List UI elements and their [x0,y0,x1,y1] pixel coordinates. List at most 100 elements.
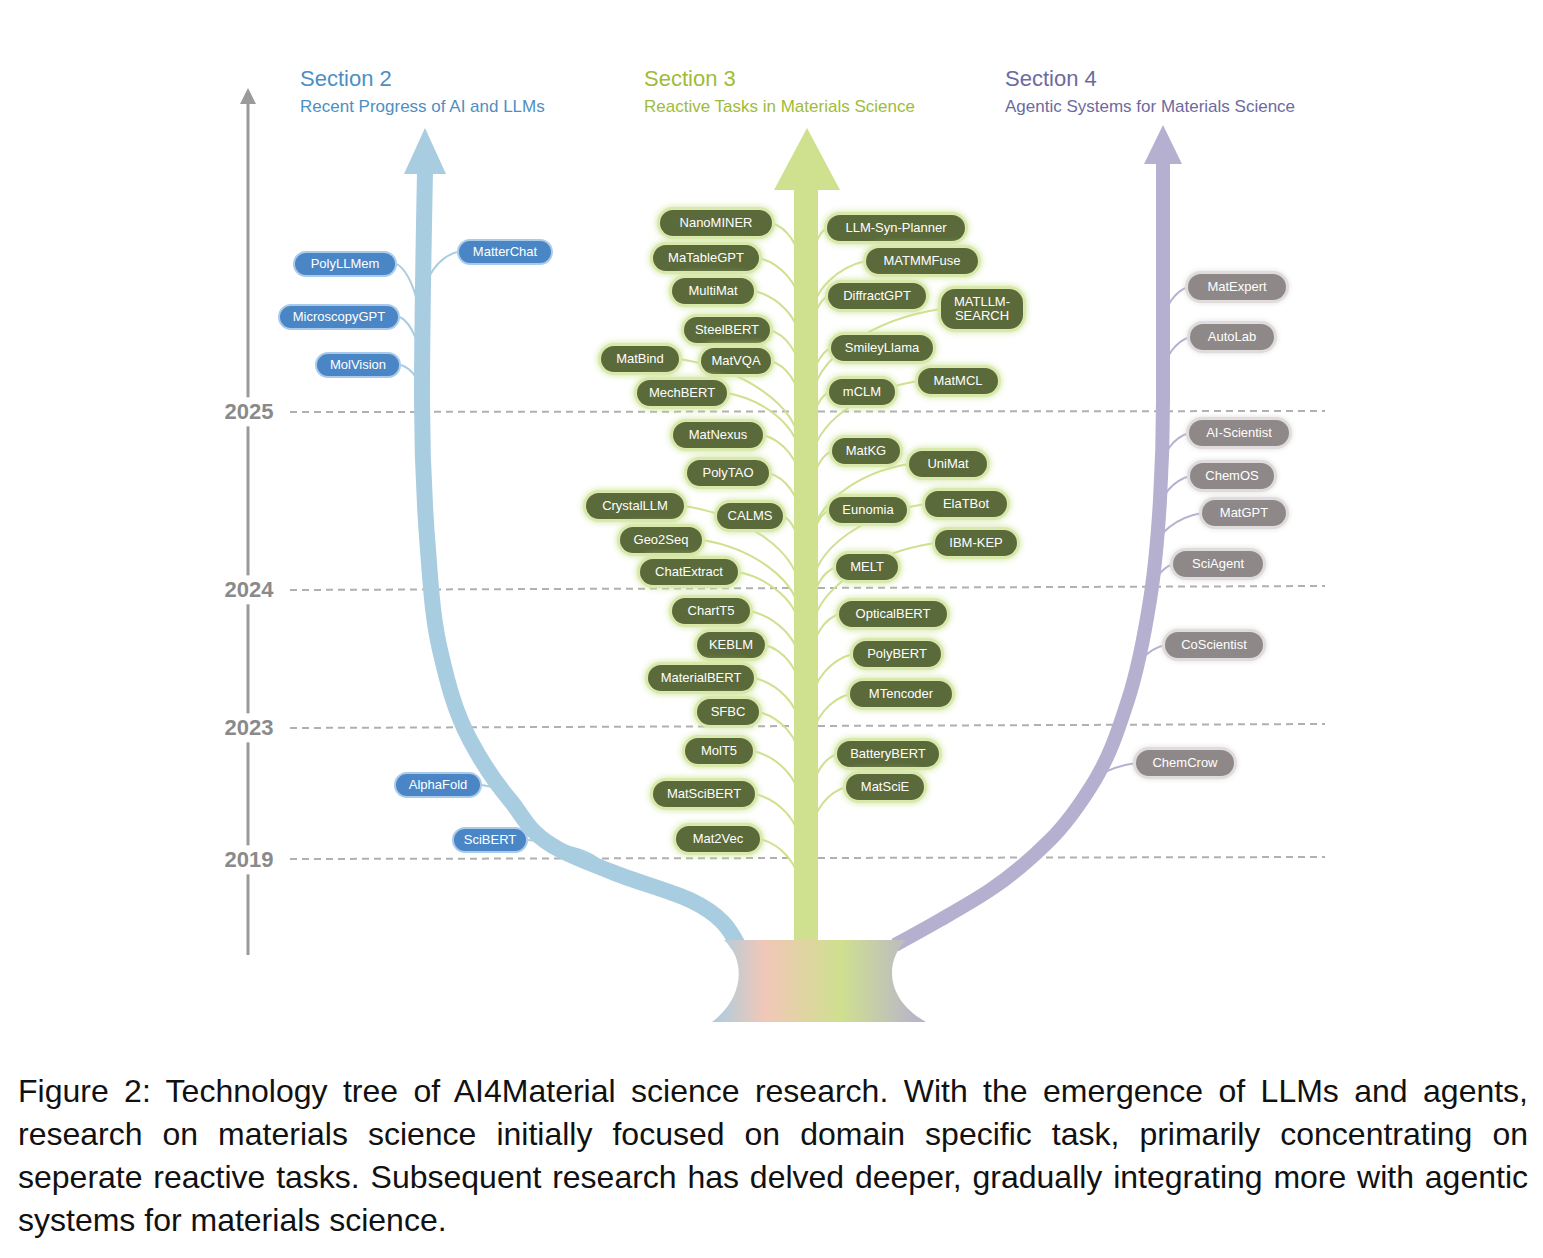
section-subtitle: Reactive Tasks in Materials Science [644,97,915,117]
time-axis-arrowhead [240,88,256,104]
model-pill: SmileyLlama [831,335,933,361]
model-pill: NanoMINER [660,210,772,236]
model-pill: IBM-KEP [935,530,1017,556]
model-name: MELT [850,560,884,574]
model-name: PolyLLMem [311,257,380,271]
model-name: mCLM [843,385,881,399]
model-name: MaTableGPT [668,251,744,265]
model-pill: AlphaFold [394,772,482,798]
model-pill: CALMS [717,503,783,529]
model-pill: DiffractGPT [828,283,926,309]
tree-illustration [0,0,1543,1060]
model-name: MechBERT [649,386,715,400]
model-name: ChartT5 [688,604,735,618]
model-pill: MatSciBERT [653,781,755,807]
trunk-group [404,125,1182,945]
model-name: ElaTBot [943,497,989,511]
model-name: ChemOS [1205,469,1258,483]
model-pill: MatGPT [1202,500,1286,526]
year-label: 2025 [221,397,278,426]
section-heading: Section 2 [300,66,392,91]
time-axis [247,102,250,955]
branch-line [812,464,909,543]
model-pill: AutoLab [1190,324,1274,350]
model-pill: MTencoder [850,681,952,707]
model-name: MaterialBERT [661,671,742,685]
model-pill: PolyLLMem [293,251,397,277]
model-pill: ChemCrow [1136,750,1234,776]
model-name: MolVision [330,358,386,372]
tree-base [712,940,926,1022]
model-name: ChatExtract [655,565,723,579]
section-heading: Section 3 [644,66,736,91]
model-pill: ElaTBot [925,491,1007,517]
model-name: MatBind [616,352,664,366]
model-pill: PolyTAO [687,460,769,486]
model-name: MultiMat [688,284,737,298]
trunk [794,188,818,945]
branch-line [812,504,925,591]
model-pill: SciAgent [1173,551,1263,577]
model-name: MATMMFuse [883,254,960,268]
model-pill: ChatExtract [640,559,738,585]
model-name: MatNexus [689,428,748,442]
model-name: CrystalLLM [602,499,668,513]
model-name: CoScientist [1181,638,1247,652]
model-pill: MatKG [832,438,900,464]
model-name: MicroscopyGPT [293,310,385,324]
model-name: SciAgent [1192,557,1244,571]
model-pill: SFBC [697,699,759,725]
model-name: MATLLM-SEARCH [945,295,1019,323]
model-pill: MatterChat [457,239,553,265]
model-name: UniMat [927,457,968,471]
model-pill: Geo2Seq [620,527,702,553]
model-name: AI-Scientist [1206,426,1272,440]
model-name: PolyTAO [702,466,753,480]
branch-line [753,751,800,805]
model-pill: MultiMat [672,278,754,304]
model-pill: mCLM [829,379,895,405]
model-pill: UniMat [909,451,987,477]
branch-line [812,381,918,464]
model-name: MatterChat [473,245,537,259]
model-name: IBM-KEP [949,536,1002,550]
model-pill: Mat2Vec [676,826,760,852]
model-name: MatGPT [1220,506,1268,520]
model-name: BatteryBERT [850,747,926,761]
model-pill: MATLLM-SEARCH [941,289,1023,329]
model-pill: AI-Scientist [1189,420,1289,446]
year-label: 2023 [221,713,278,742]
branch-line [812,543,935,635]
trunk-arrowhead [1144,125,1182,164]
model-pill: SciBERT [452,827,528,853]
trunk-arrowhead [404,128,446,174]
model-name: MatVQA [711,354,760,368]
model-pill: MatMCL [918,368,998,394]
model-pill: MolVision [315,352,401,378]
model-name: SmileyLlama [845,341,919,355]
model-name: MatSciE [861,780,909,794]
model-name: DiffractGPT [843,289,911,303]
model-pill: PolyBERT [853,641,941,667]
trunk-arrowhead [774,128,840,190]
model-pill: OpticalBERT [839,601,947,627]
model-pill: SteelBERT [684,317,770,343]
model-pill: MicroscopyGPT [278,304,400,330]
model-pill: CoScientist [1165,632,1263,658]
section-heading: Section 4 [1005,66,1097,91]
section-subtitle: Recent Progress of AI and LLMs [300,97,545,117]
model-name: MatExpert [1207,280,1266,294]
model-name: Geo2Seq [634,533,689,547]
trunk [895,162,1163,945]
model-name: Mat2Vec [693,832,744,846]
model-pill: MaTableGPT [653,245,759,271]
model-pill: MechBERT [637,380,727,406]
model-name: PolyBERT [867,647,927,661]
section-subtitle: Agentic Systems for Materials Science [1005,97,1295,117]
model-pill: MatBind [601,346,679,372]
model-name: SteelBERT [695,323,759,337]
model-pill: ChartT5 [672,598,750,624]
model-pill: LLM-Syn-Planner [827,215,965,241]
model-name: AlphaFold [409,778,468,792]
